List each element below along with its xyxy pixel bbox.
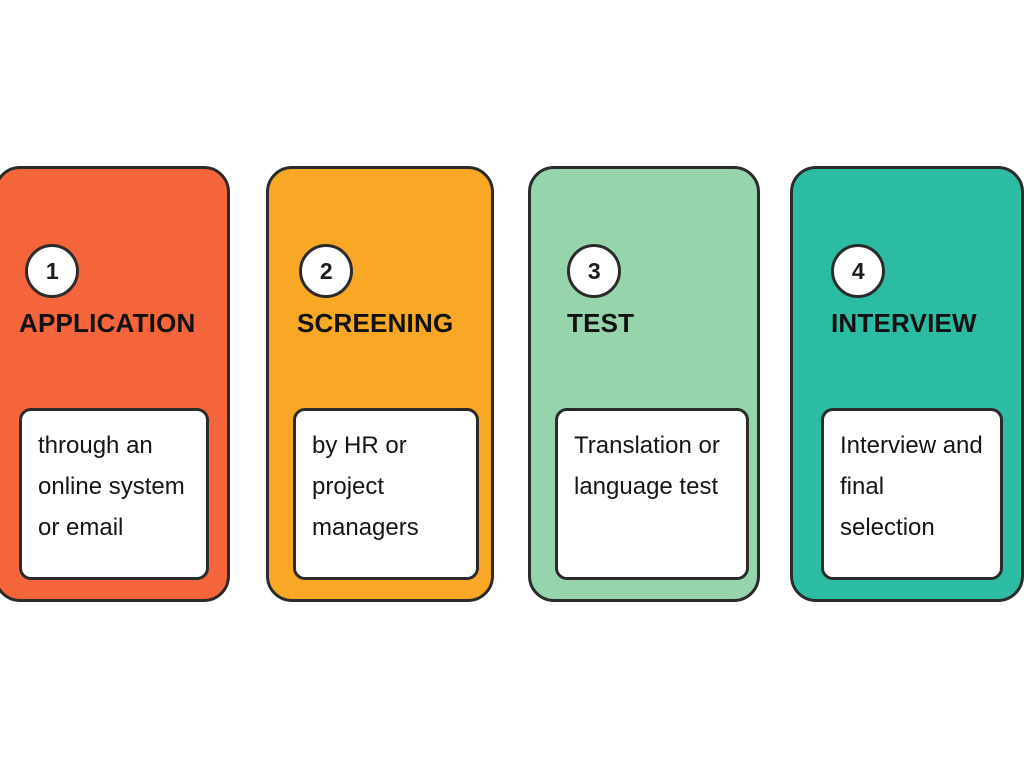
step-number-badge-2: 2 (299, 244, 353, 298)
step-number-badge-3: 3 (567, 244, 621, 298)
step-number-label-3: 3 (587, 257, 601, 284)
step-card-1-body: 1 APPLICATION through an online system o… (0, 169, 227, 599)
step-title-2: SCREENING (297, 308, 454, 338)
step-title-4: INTERVIEW (831, 308, 977, 338)
step-number-badge-4: 4 (831, 244, 885, 298)
step-note-1: through an online system or email (19, 408, 209, 580)
step-card-2[interactable]: 2 SCREENING by HR or project managers (266, 166, 494, 602)
step-card-2-body: 2 SCREENING by HR or project managers (269, 169, 491, 599)
step-note-3: Translation or language test (555, 408, 749, 580)
step-title-3: TEST (567, 308, 635, 338)
step-card-3-body: 3 TEST Translation or language test (531, 169, 757, 599)
step-card-3[interactable]: 3 TEST Translation or language test (528, 166, 760, 602)
step-title-1: APPLICATION (19, 308, 196, 338)
step-number-badge-1: 1 (25, 244, 79, 298)
step-number-label-2: 2 (319, 257, 333, 284)
step-number-label-4: 4 (851, 257, 865, 284)
step-card-1[interactable]: 1 APPLICATION through an online system o… (0, 166, 230, 602)
step-card-4-body: 4 INTERVIEW Interview and final selectio… (793, 169, 1021, 599)
step-number-label-1: 1 (45, 257, 59, 284)
step-note-2: by HR or project managers (293, 408, 479, 580)
step-card-4[interactable]: 4 INTERVIEW Interview and final selectio… (790, 166, 1024, 602)
step-note-4: Interview and final selection (821, 408, 1003, 580)
